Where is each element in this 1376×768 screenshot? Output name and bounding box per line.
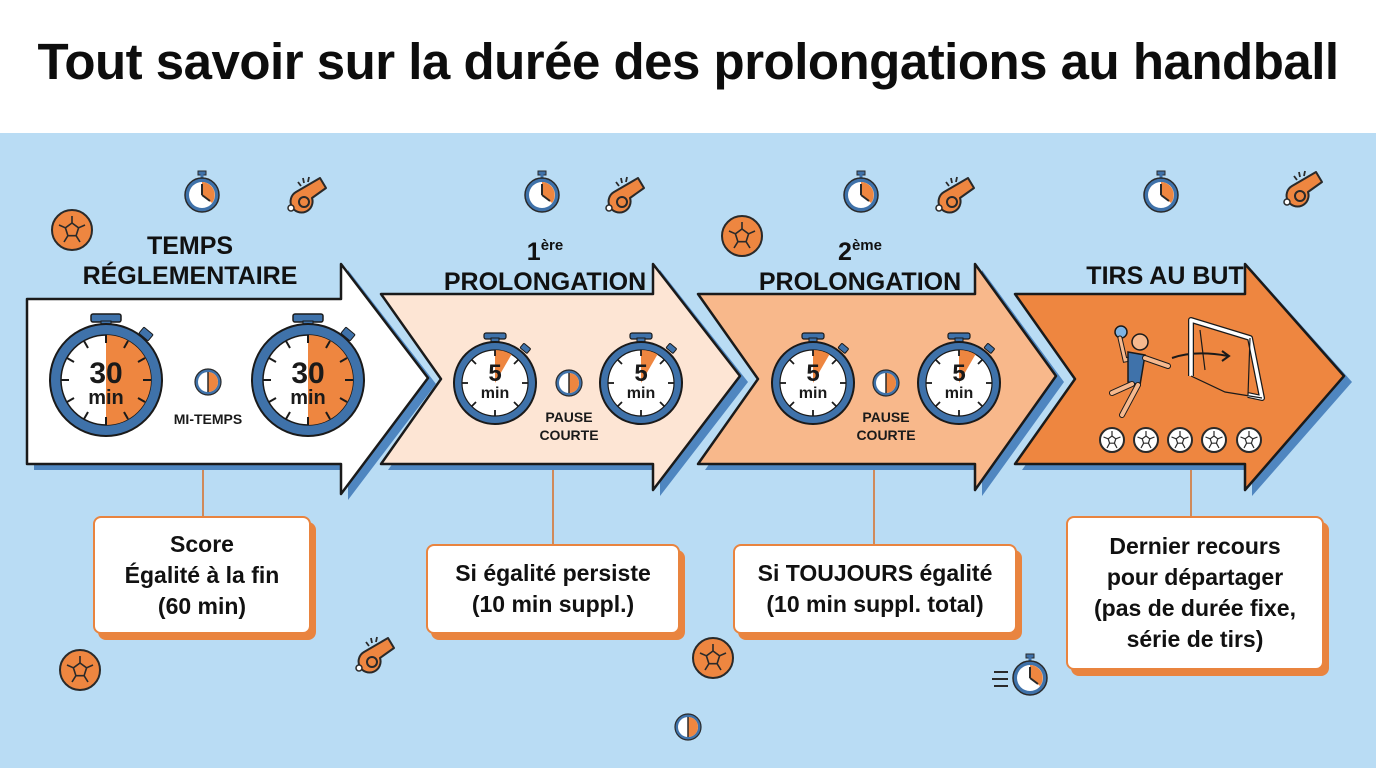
pause-mini-stopwatch — [872, 369, 900, 397]
header — [0, 0, 1376, 133]
goal-icon — [1188, 317, 1265, 401]
card-line: Score — [170, 530, 234, 557]
whistle-icon — [355, 636, 395, 674]
clock-value-label: 30 min — [66, 357, 146, 409]
stage-title-temps-reglementaire: TEMPS RÉGLEMENTAIRE — [60, 231, 320, 291]
ordinal-suffix: ère — [540, 237, 564, 254]
whistle-icon — [287, 176, 327, 214]
shot-arrow-icon — [1171, 350, 1231, 362]
handball-player-icon — [1109, 325, 1171, 418]
card-line: Si égalité persiste — [455, 560, 651, 586]
pause-courte-label: PAUSE COURTE — [529, 408, 609, 444]
stopwatch-30-min-left — [49, 313, 163, 437]
card-line: (10 min suppl. total) — [766, 591, 984, 617]
clock-value: 5 — [952, 360, 966, 387]
handball-icon — [692, 637, 734, 679]
card-line: (10 min suppl.) — [471, 591, 635, 617]
title-line: PROLONGATION — [443, 268, 647, 296]
whistle-icon — [605, 176, 645, 214]
stopwatch-5-min — [453, 332, 537, 425]
clock-value-label: 5 min — [616, 362, 666, 402]
info-card-2e-prolongation: Si TOUJOURS égalité (10 min suppl. total… — [733, 544, 1017, 634]
stopwatch-icon — [1143, 170, 1179, 213]
card-text: Si égalité persiste (10 min suppl.) — [455, 558, 651, 620]
info-card-temps-reglementaire: Score Égalité à la fin (60 min) — [93, 516, 311, 634]
title-line: PROLONGATION — [758, 268, 962, 296]
arrow-tirs-au-but — [1013, 262, 1352, 496]
clock-value: 5 — [806, 360, 820, 387]
stopwatch-icon — [524, 170, 560, 213]
page-title: Tout savoir sur la durée des prolongatio… — [37, 33, 1339, 90]
card-text: Score Égalité à la fin (60 min) — [125, 529, 280, 622]
whistle-icon — [935, 176, 975, 214]
label-line: COURTE — [539, 427, 599, 443]
title-ordinal: 1ère — [420, 231, 670, 267]
card-line: (pas de durée fixe, — [1094, 595, 1296, 621]
card-text: Si TOUJOURS égalité (10 min suppl. total… — [758, 558, 993, 620]
clock-value-label: 5 min — [788, 362, 838, 402]
mi-temps-mini-stopwatch — [194, 368, 222, 396]
connector-line — [873, 470, 875, 546]
whistle-icon — [1283, 170, 1323, 208]
card-line: Si TOUJOURS égalité — [757, 560, 993, 586]
connector-line — [552, 470, 554, 546]
clock-unit: min — [290, 387, 326, 409]
clock-unit: min — [626, 385, 656, 402]
stopwatch-5-min — [771, 332, 855, 425]
ordinal-number: 2 — [838, 238, 852, 266]
label-line: COURTE — [856, 427, 916, 443]
stopwatch-icon — [184, 170, 220, 213]
ordinal-number: 1 — [526, 238, 541, 266]
clock-value-label: 5 min — [934, 362, 984, 402]
handball-icon — [59, 649, 101, 691]
fast-stopwatch-icon — [992, 653, 1048, 696]
stage-title-tirs-au-but: TIRS AU BUT — [1060, 261, 1270, 291]
label-line: PAUSE — [862, 409, 910, 425]
connector-line — [202, 470, 204, 518]
card-line: pour départager — [1106, 564, 1284, 590]
clock-value-label: 30 min — [268, 357, 348, 409]
title-line: TEMPS — [146, 232, 234, 260]
info-card-tirs-au-but: Dernier recours pour départager (pas de … — [1066, 516, 1324, 670]
clock-unit: min — [798, 385, 828, 402]
clock-value: 30 — [291, 357, 325, 390]
title-line: RÉGLEMENTAIRE — [82, 262, 298, 290]
card-line: (60 min) — [157, 592, 247, 619]
info-card-1re-prolongation: Si égalité persiste (10 min suppl.) — [426, 544, 680, 634]
stopwatch-5-min — [599, 332, 683, 425]
card-line: Dernier recours — [1109, 533, 1281, 559]
pause-courte-label: PAUSE COURTE — [846, 408, 926, 444]
card-line: Égalité à la fin — [124, 561, 280, 588]
mi-temps-label: MI-TEMPS — [173, 411, 243, 427]
ordinal-suffix: ème — [851, 237, 882, 254]
stopwatch-30-min-right — [251, 313, 365, 437]
stopwatch-icon — [843, 170, 879, 213]
connector-line — [1190, 470, 1192, 518]
clock-value: 5 — [488, 360, 502, 387]
stage-title-2e-prolongation: 2ème PROLONGATION — [735, 231, 985, 297]
arrow-temps-reglementaire — [25, 262, 436, 500]
label-line: PAUSE — [545, 409, 593, 425]
stage-title-1re-prolongation: 1ère PROLONGATION — [420, 231, 670, 297]
title-line: TIRS AU BUT — [1086, 262, 1244, 290]
stopwatch-5-min — [917, 332, 1001, 425]
card-text: Dernier recours pour départager (pas de … — [1094, 531, 1296, 655]
clock-unit: min — [944, 385, 974, 402]
clock-value-label: 5 min — [470, 362, 520, 402]
card-line: série de tirs) — [1126, 626, 1264, 652]
clock-value: 5 — [634, 360, 648, 387]
title-ordinal: 2ème — [735, 231, 985, 267]
clock-unit: min — [88, 387, 124, 409]
pause-mini-stopwatch — [555, 369, 583, 397]
clock-unit: min — [480, 385, 510, 402]
clock-value: 30 — [89, 357, 123, 390]
stopwatch-icon — [674, 713, 702, 741]
